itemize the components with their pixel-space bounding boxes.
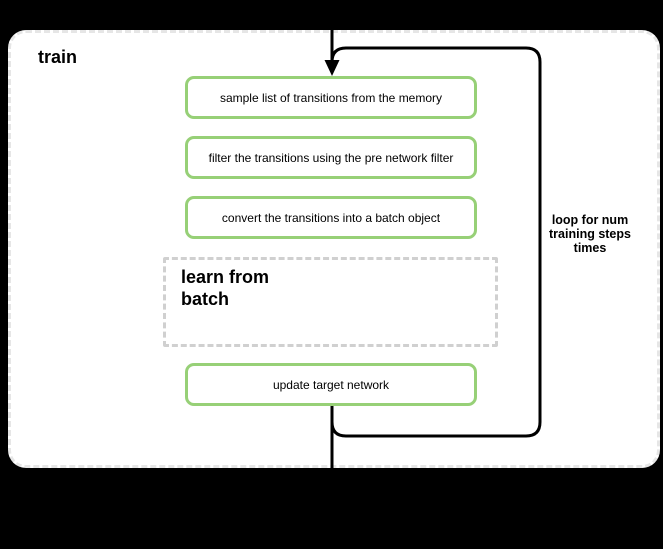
step-convert-batch: convert the transitions into a batch obj… [185,196,477,239]
arrowhead-icon [324,60,340,76]
step-filter-transitions: filter the transitions using the pre net… [185,136,477,179]
subprocess-learn-from-batch: learn from batch [163,257,498,347]
process-title: train [38,47,78,67]
step-sample-transitions: sample list of transitions from the memo… [185,76,477,119]
step-update-target-network: update target network [185,363,477,406]
loop-boundary [330,46,542,438]
loop-annotation: loop for num training steps times [549,213,631,255]
